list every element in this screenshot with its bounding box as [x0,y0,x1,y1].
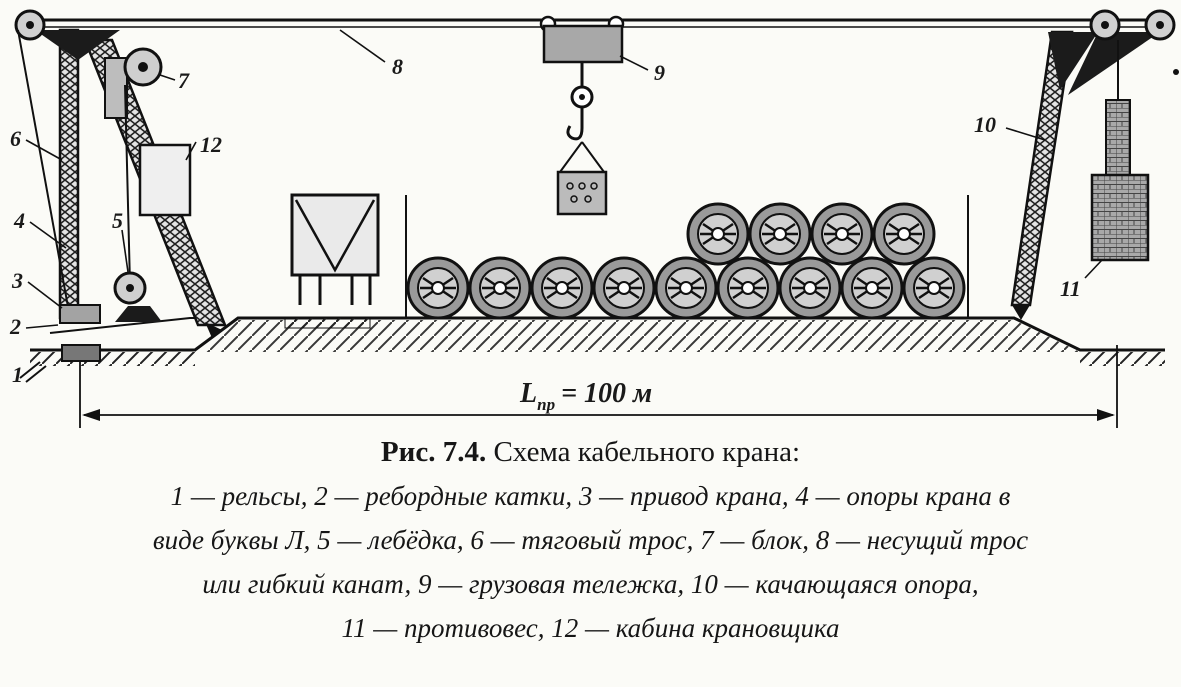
caption-legend-line-1: 1 — рельсы, 2 — ребордные катки, 3 — при… [170,481,1011,511]
label-11: 11 [1060,276,1081,301]
load-trolley [539,15,625,216]
rail [19,344,101,383]
caption-figure-title: Схема кабельного крана: [486,436,801,468]
span-symbol: L [519,378,537,409]
cable-drums [406,202,966,320]
label-12: 12 [200,132,222,157]
winch [113,271,162,322]
caption-title: Рис. 7.4. Схема кабельного крана: [0,430,1181,474]
label-2: 2 [9,314,21,339]
swinging-support [1010,30,1160,320]
caption-legend-line-3: или гибкий канат, 9 — грузовая тележка, … [202,569,979,599]
hopper [284,193,380,329]
left-top-sheave [14,9,46,41]
label-9: 9 [654,60,665,85]
span-subscript: пр [537,395,555,414]
counterweight [1090,99,1150,262]
label-7: 7 [178,68,190,93]
span-dimension: Lпр = 100 м [79,345,1118,428]
label-4: 4 [13,208,25,233]
caption-legend-line-2: виде буквы Л, 5 — лебёдка, 6 — тяговый т… [152,525,1029,555]
leader-lines [25,29,1103,329]
cable-crane-diagram: 1 2 3 4 5 6 7 8 9 10 11 12 Lпр = 100 м [9,9,1179,428]
callout-numbers: 1 2 3 4 5 6 7 8 9 10 11 12 [9,54,1081,387]
block-7 [123,47,163,87]
caption-figure-number: Рис. 7.4. [380,436,487,468]
label-10: 10 [974,112,996,137]
label-6: 6 [10,126,21,151]
operator-cabin [138,143,192,217]
label-8: 8 [392,54,403,79]
label-1: 1 [12,362,23,387]
caption-legend-line-4: 11 — противовес, 12 — кабина крановщика [341,613,840,643]
label-3: 3 [11,268,23,293]
span-label: Lпр = 100 м [519,378,652,414]
figure-caption: Рис. 7.4. Схема кабельного крана: 1 — ре… [0,430,1181,650]
span-value: = 100 м [561,378,652,409]
traction-rope [17,29,131,319]
crane-drive [59,304,101,324]
label-5: 5 [112,208,123,233]
right-top-sheaves [1089,9,1176,41]
ground [30,316,1165,366]
scan-dot [1173,69,1179,75]
